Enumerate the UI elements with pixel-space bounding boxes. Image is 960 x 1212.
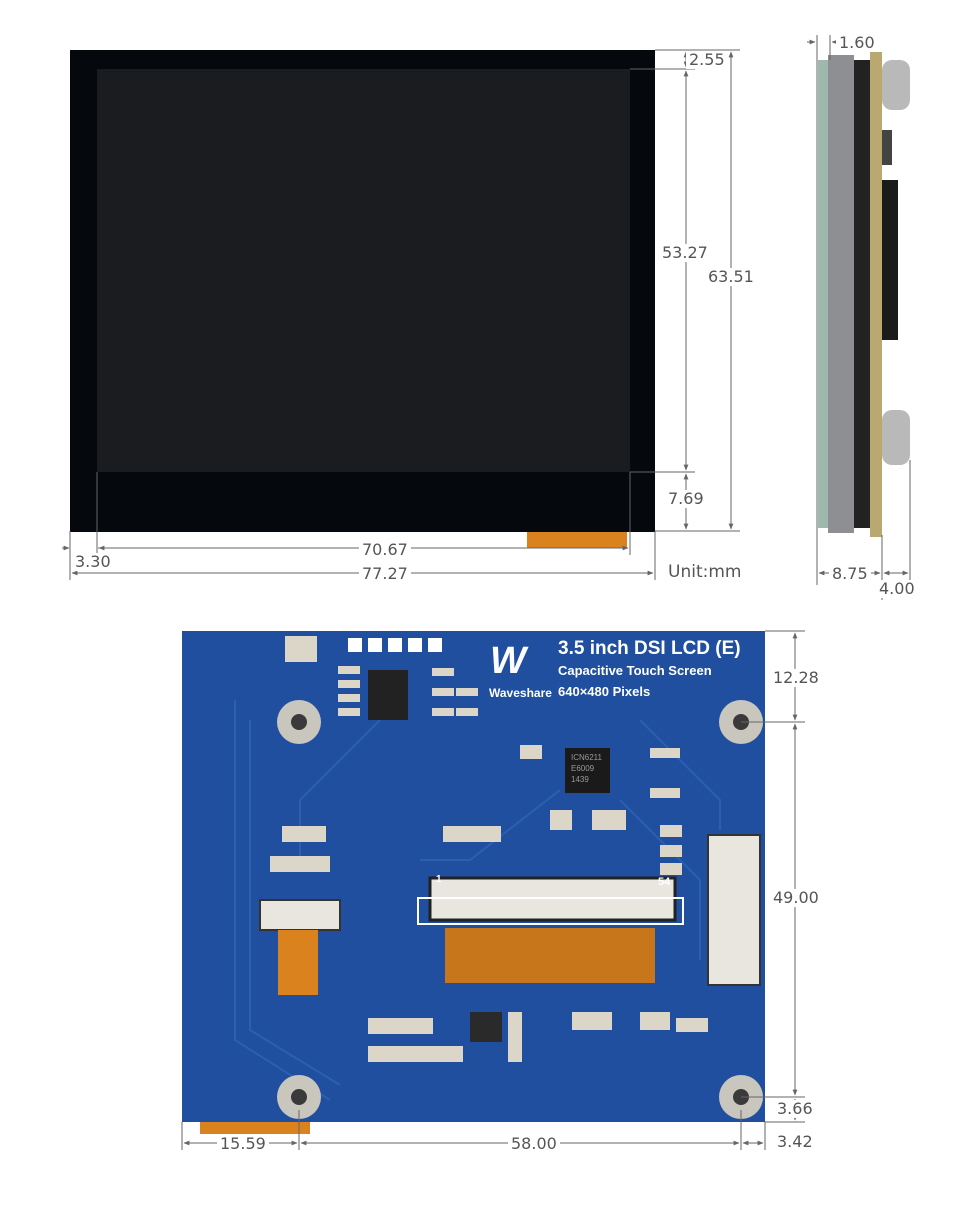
touch-flex	[278, 930, 318, 995]
dim-pcb-to-back: 4.00	[876, 580, 918, 598]
front-view	[70, 50, 655, 548]
fpc-cable-window	[445, 928, 655, 983]
brand-name: Waveshare	[489, 686, 552, 700]
connector-pin-first: 1	[436, 874, 442, 885]
brand-logo: W	[490, 640, 526, 682]
mounting-hole-bottom-left-inner	[291, 1089, 307, 1105]
touch-connector	[259, 899, 341, 931]
connector-pin-last: 54	[658, 876, 671, 888]
ic-small-top	[368, 670, 408, 720]
product-title: 3.5 inch DSI LCD (E)	[558, 638, 741, 659]
dim-hole-horizontal-spacing: 58.00	[508, 1135, 560, 1153]
mounting-hole-top-left-inner	[291, 714, 307, 730]
dim-active-width: 70.67	[359, 541, 411, 559]
side-pcb	[870, 52, 882, 537]
back-view	[182, 631, 765, 1134]
product-subtitle: Capacitive Touch Screen	[558, 663, 712, 678]
passive-components	[270, 636, 708, 1062]
dim-hole-to-bottom: 3.66	[774, 1100, 816, 1118]
fpc-connector-right	[707, 834, 761, 986]
dim-total-width: 77.27	[359, 565, 411, 583]
dim-hole-vertical-spacing: 49.00	[770, 889, 822, 907]
unit-label: Unit:mm	[665, 563, 745, 581]
side-connector-mid	[882, 180, 898, 340]
test-pads	[348, 638, 442, 652]
dim-total-height: 63.51	[705, 268, 757, 286]
dim-glass-thickness: 1.60	[836, 34, 878, 52]
side-glass	[818, 60, 828, 528]
dim-top-to-hole: 12.28	[770, 669, 822, 687]
dim-active-height: 53.27	[659, 244, 711, 262]
connector-outline	[417, 897, 684, 925]
side-component	[882, 130, 892, 165]
side-frame	[828, 55, 854, 533]
chip-marking-2: E6009	[571, 764, 595, 773]
pcb-traces	[234, 700, 721, 1101]
side-foam	[854, 60, 870, 528]
side-view	[818, 52, 910, 537]
ic-controller	[565, 748, 610, 793]
chip-marking-1: ICN6211	[571, 753, 602, 762]
side-connector-top	[882, 60, 910, 110]
dim-left-to-hole: 15.59	[217, 1135, 269, 1153]
product-resolution: 640×480 Pixels	[558, 684, 651, 699]
inductor	[470, 1012, 502, 1042]
active-display-area	[97, 69, 630, 472]
dim-body-thickness: 8.75	[829, 565, 871, 583]
dim-left-bezel: 3.30	[72, 553, 114, 571]
dim-hole-to-right: 3.42	[774, 1133, 816, 1151]
dim-bottom-bezel: 7.69	[665, 490, 707, 508]
chip-marking-3: 1439	[571, 775, 589, 784]
side-connector-bottom	[882, 410, 910, 465]
dim-top-bezel: 2.55	[686, 51, 728, 69]
